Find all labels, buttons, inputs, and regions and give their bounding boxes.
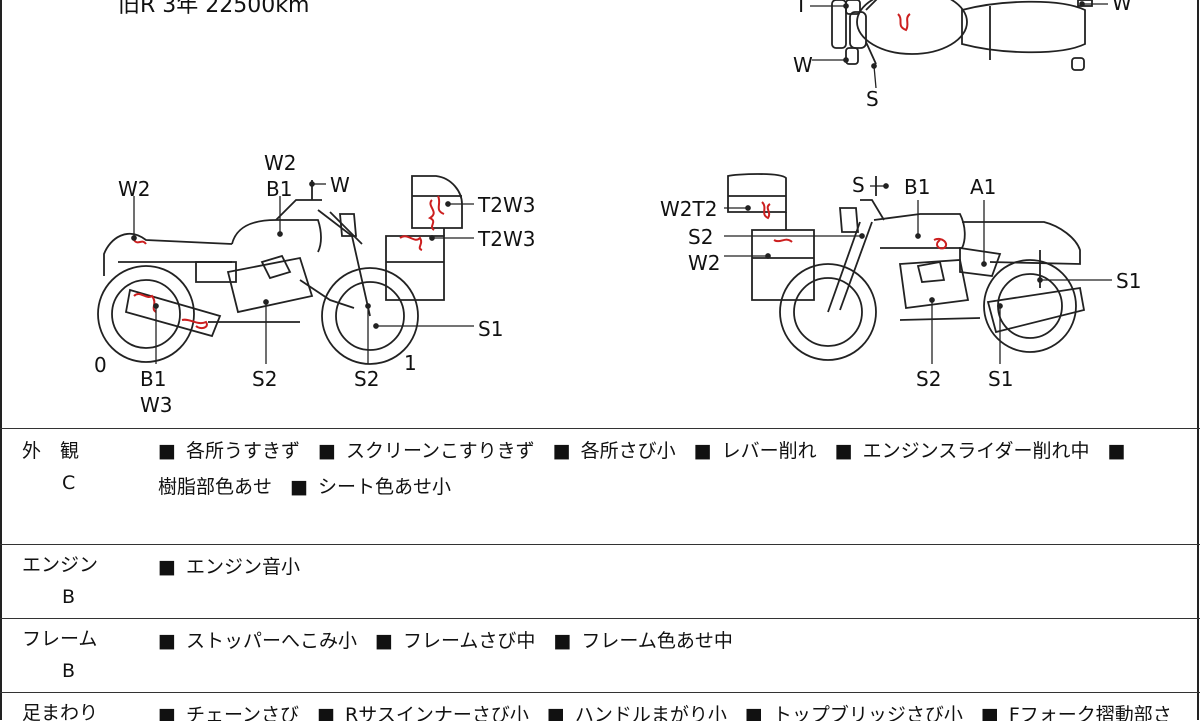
section-frame: フレーム B ■ ストッパーへこみ小 ■ フレームさび中 ■ フレーム色あせ中 xyxy=(0,618,1200,693)
items-line: ■ エンジン音小 xyxy=(158,549,1158,585)
left-w2-top-label: W2 xyxy=(264,151,297,175)
section-grade: B xyxy=(62,660,76,682)
items-line: 樹脂部色あせ ■ シート色あせ小 xyxy=(158,469,1158,505)
left-one-label: 1 xyxy=(404,351,417,375)
section-name: 外 観 xyxy=(22,440,80,462)
left-zero-label: 0 xyxy=(94,353,107,377)
left-w2-front-label: W2 xyxy=(118,177,151,201)
section-name: エンジン xyxy=(22,554,99,576)
section-grade: C xyxy=(62,472,76,494)
items-line: ■ ストッパーへこみ小 ■ フレームさび中 ■ フレーム色あせ中 xyxy=(158,623,1158,659)
right-a1-label: A1 xyxy=(970,175,996,199)
list-item: レバー削れ xyxy=(721,440,817,462)
left-view-damage-marks xyxy=(133,195,445,330)
section-suspension: 足まわり ■ チェーンさび ■ Rサスインナーさび小 ■ ハンドルまがり小 ■ トップブ… xyxy=(0,692,1200,721)
left-border xyxy=(0,0,2,720)
list-item: スクリーンこすりきず xyxy=(345,440,535,462)
list-item: Fフォーク摺動部さ xyxy=(1008,704,1172,721)
left-w-mirror-label: W xyxy=(330,173,350,197)
section-name: フレーム xyxy=(22,628,98,650)
right-s2-engine-label: S2 xyxy=(916,367,941,391)
bullet-icon: ■ xyxy=(375,630,393,652)
section-name: 足まわり xyxy=(22,702,99,721)
section-items: ■ ストッパーへこみ小 ■ フレームさび中 ■ フレーム色あせ中 xyxy=(158,623,1158,659)
bullet-icon: ■ xyxy=(546,704,565,721)
bullet-icon: ■ xyxy=(317,704,336,721)
section-label: エンジン B xyxy=(22,549,132,613)
list-item: 樹脂部色あせ xyxy=(158,476,273,498)
items-line: ■ 各所うすきず ■ スクリーンこすりきず ■ 各所さび小 ■ レバー削れ ■ エンジンス… xyxy=(158,433,1158,469)
top-view-motorcycle xyxy=(831,0,1093,71)
top-w-left-label: W xyxy=(793,53,813,77)
left-t2w3-upper-label: T2W3 xyxy=(477,193,535,217)
left-b1-top-label: B1 xyxy=(266,177,292,201)
right-w2t2-label: W2T2 xyxy=(660,197,717,221)
right-w2-box-label: W2 xyxy=(688,251,721,275)
bullet-icon: ■ xyxy=(693,440,712,462)
list-item: フレーム色あせ中 xyxy=(581,630,733,652)
bullet-icon: ■ xyxy=(552,440,571,462)
list-item: フレームさび中 xyxy=(402,630,536,652)
list-item: ストッパーへこみ小 xyxy=(185,630,357,652)
list-item: ハンドルまがり小 xyxy=(574,704,727,721)
bullet-icon: ■ xyxy=(834,440,853,462)
left-view-leaders xyxy=(131,181,474,364)
bullet-icon: ■ xyxy=(158,704,176,721)
bullet-icon: ■ xyxy=(158,630,176,652)
list-item: エンジンスライダー削れ中 xyxy=(862,440,1090,462)
top-s-label: S xyxy=(866,87,879,111)
right-view-damage-marks xyxy=(761,201,948,250)
left-s2-wheel-label: S2 xyxy=(354,367,379,391)
right-b1-label: B1 xyxy=(904,175,930,199)
right-border xyxy=(1197,0,1199,720)
bullet-icon: ■ xyxy=(1107,440,1126,462)
list-item: チェーンさび xyxy=(185,704,300,721)
right-s1-bottom-label: S1 xyxy=(988,367,1013,391)
right-view-motorcycle xyxy=(727,173,1086,361)
model-year-mileage: 旧R 3年 22500km xyxy=(118,0,309,18)
left-s1-label: S1 xyxy=(478,317,503,341)
top-w-right-label: W xyxy=(1112,0,1132,15)
section-label: フレーム B xyxy=(22,623,132,687)
top-view-damage-marks xyxy=(897,13,911,32)
list-item: 各所さび小 xyxy=(580,440,676,462)
section-label: 足まわり xyxy=(22,697,132,721)
top-view-leaders xyxy=(810,1,1108,89)
vehicle-damage-diagram: 旧R 3年 22500km T W S W xyxy=(94,0,1141,417)
left-s2-engine-label: S2 xyxy=(252,367,277,391)
list-item: Rサスインナーさび小 xyxy=(345,704,529,721)
section-engine: エンジン B ■ エンジン音小 xyxy=(0,544,1200,619)
left-w3-bottom-label: W3 xyxy=(140,393,173,417)
list-item: エンジン音小 xyxy=(185,556,300,578)
items-line: ■ チェーンさび ■ Rサスインナーさび小 ■ ハンドルまがり小 ■ トップブリッジさび… xyxy=(158,697,1172,721)
list-item: 各所うすきず xyxy=(185,440,300,462)
right-s-mirror-label: S xyxy=(852,173,865,197)
section-label: 外 観 C xyxy=(22,435,132,499)
right-view-leaders xyxy=(724,183,1112,364)
bullet-icon: ■ xyxy=(744,704,763,721)
section-exterior: 外 観 C ■ 各所うすきず ■ スクリーンこすりきず ■ 各所さび小 ■ レバー削れ … xyxy=(0,428,1200,545)
section-items: ■ エンジン音小 xyxy=(158,549,1158,585)
bullet-icon: ■ xyxy=(290,476,309,498)
section-grade: B xyxy=(62,586,76,608)
section-items: ■ 各所うすきず ■ スクリーンこすりきず ■ 各所さび小 ■ レバー削れ ■ エンジンス… xyxy=(158,433,1158,505)
left-t2w3-lower-label: T2W3 xyxy=(477,227,535,251)
bullet-icon: ■ xyxy=(980,704,999,721)
left-view-motorcycle xyxy=(97,175,463,365)
bullet-icon: ■ xyxy=(158,440,176,462)
section-items: ■ チェーンさび ■ Rサスインナーさび小 ■ ハンドルまがり小 ■ トップブリッジさび… xyxy=(158,697,1172,721)
list-item: トップブリッジさび小 xyxy=(772,704,963,721)
bullet-icon: ■ xyxy=(318,440,336,462)
right-s2-box-label: S2 xyxy=(688,225,713,249)
bullet-icon: ■ xyxy=(158,556,176,578)
left-b1-bottom-label: B1 xyxy=(140,367,166,391)
right-s1-rear-label: S1 xyxy=(1116,269,1141,293)
top-t-label: T xyxy=(794,0,808,17)
bullet-icon: ■ xyxy=(553,630,572,652)
list-item: シート色あせ小 xyxy=(318,476,452,498)
